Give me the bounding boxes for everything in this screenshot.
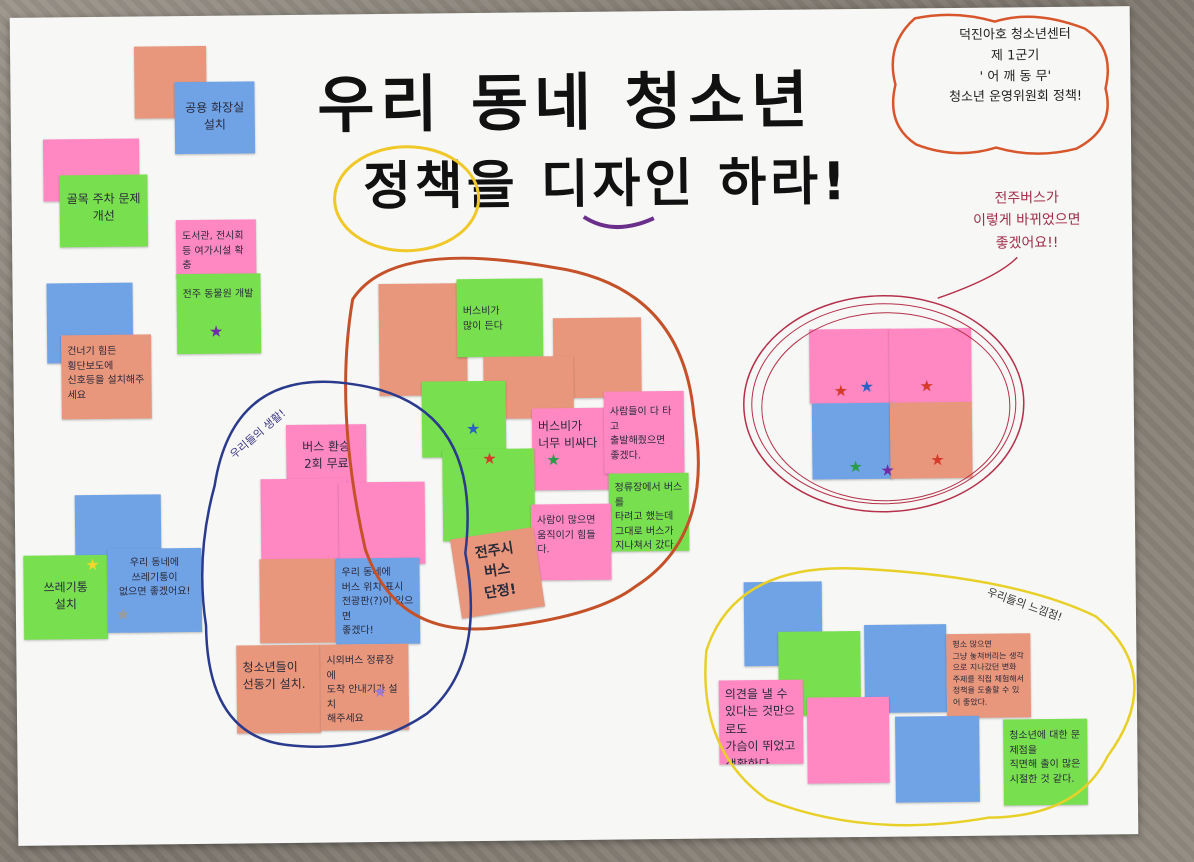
marker-drawings — [201, 13, 1136, 827]
poster-paper: 우리 동네 청소년 정책을 디자인 하라! 덕진아호 청소년센터 제 1군기 '… — [9, 6, 1139, 846]
